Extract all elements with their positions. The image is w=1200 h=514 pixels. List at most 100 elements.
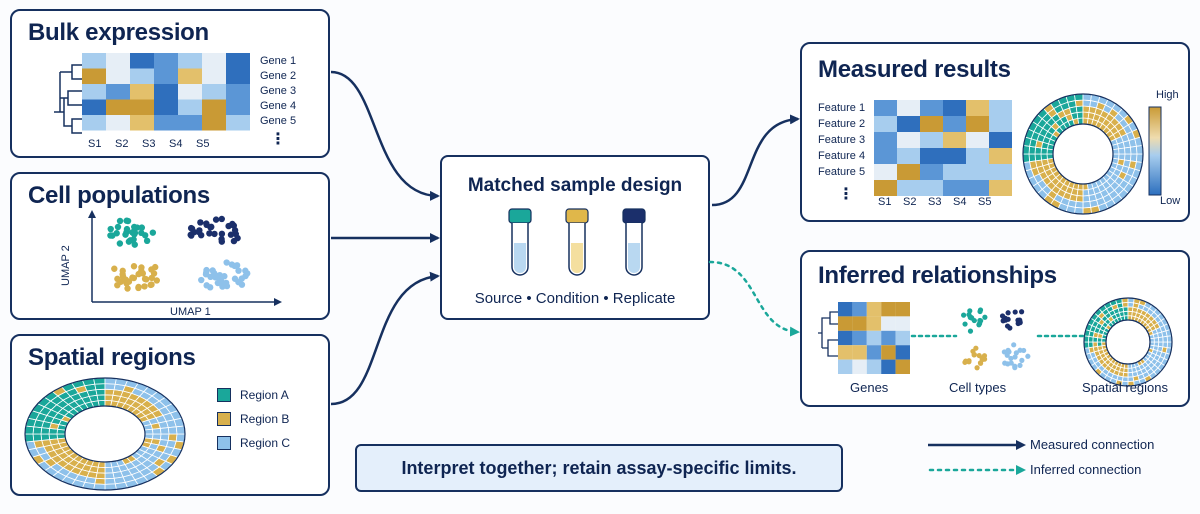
cluster-dot-lightblue <box>1011 342 1017 348</box>
tube-icon-source <box>508 208 532 276</box>
legend-swatch <box>217 436 231 450</box>
scale-low-label: Low <box>1160 195 1181 207</box>
cluster-dot-teal <box>114 223 122 231</box>
inferred-heatmap-cell <box>852 345 867 360</box>
sample-tubes <box>508 208 646 276</box>
bulk-expression-title: Bulk expression <box>28 19 209 46</box>
umap-x-label: UMAP 1 <box>170 306 211 318</box>
cluster-dot-gold <box>971 351 977 358</box>
inferred-heatmap-cell <box>895 359 910 374</box>
bulk-heatmap-cell <box>154 53 178 69</box>
measured-heatmap-cell <box>966 116 989 132</box>
cluster-dot-teal <box>967 328 974 334</box>
measured-heatmap-cell <box>989 180 1012 196</box>
bulk-heatmap-cell <box>178 68 202 84</box>
cluster-dot-lightblue <box>1017 347 1023 353</box>
measured-heatmap-cell <box>989 116 1012 132</box>
legend-swatch <box>217 388 231 402</box>
cluster-dot-navy <box>999 313 1006 319</box>
measured-sample-label: S2 <box>903 196 917 208</box>
cluster-dot-lightblue <box>198 276 205 284</box>
measured-heatmap-cell <box>943 148 966 164</box>
inferred-relationships-panel: Inferred relationships Genes Cell types … <box>800 250 1190 407</box>
inferred-heatmap-cell <box>852 359 867 374</box>
measured-heatmap-cell <box>943 116 966 132</box>
cluster-dot-navy <box>208 223 215 231</box>
measured-feature-label: Feature 3 <box>818 134 866 146</box>
legend-swatch <box>217 412 231 426</box>
measured-heatmap-cell <box>920 180 943 196</box>
inferred-dendrogram <box>818 311 838 357</box>
measured-heatmap-cell <box>989 132 1012 148</box>
inferred-label-spatial-regions: Spatial regions <box>1082 380 1168 395</box>
cluster-dot-teal <box>109 232 116 239</box>
inferred-heatmap-cell <box>852 330 867 346</box>
bulk-heatmap-cell <box>154 115 178 131</box>
measured-heatmap-cell <box>920 148 943 164</box>
inferred-heatmap-cell <box>895 330 910 346</box>
bulk-gene-label: Gene 2 <box>260 70 297 82</box>
measured-heatmap-cell <box>874 100 897 116</box>
cluster-dot-navy <box>187 224 195 232</box>
measured-sample-label: S1 <box>878 196 892 208</box>
inferred-heatmap-cell <box>881 316 896 331</box>
cluster-dot-navy <box>230 237 238 245</box>
matched-sample-design-panel: Matched sample design Source • Condition… <box>440 155 710 320</box>
cluster-dot-lightblue <box>1013 350 1019 356</box>
cluster-dot-navy <box>227 231 235 238</box>
measured-heatmap-cell <box>966 148 989 164</box>
cluster-dot-lightblue <box>223 282 231 290</box>
cluster-dot-navy <box>1017 320 1023 326</box>
cluster-dot-navy <box>206 230 213 237</box>
cluster-dot-lightblue <box>1012 354 1018 360</box>
bulk-heatmap-cell <box>178 99 202 115</box>
legend-label: Region C <box>240 436 291 450</box>
cluster-dot-teal <box>982 314 988 320</box>
cluster-dot-teal <box>976 322 982 328</box>
measured-heatmap-cell <box>874 164 897 180</box>
cluster-dot-gold <box>135 283 142 291</box>
cluster-dot-teal <box>122 231 129 238</box>
bulk-gene-label: Gene 4 <box>260 100 297 112</box>
measured-heatmap-cell <box>920 132 943 148</box>
cluster-dot-navy <box>212 216 220 223</box>
cluster-dot-lightblue <box>1005 361 1011 367</box>
arrow-spatial-to-center <box>330 271 440 406</box>
bulk-gene-label: Gene 3 <box>260 85 297 97</box>
inferred-heatmap <box>838 302 910 374</box>
bulk-heatmap-cell <box>154 99 178 115</box>
measured-ring <box>1022 93 1144 215</box>
measured-heatmap-cell <box>897 100 920 116</box>
cluster-dot-gold <box>125 278 133 285</box>
inferred-heatmap-cell <box>866 359 882 374</box>
cluster-dot-teal <box>131 223 138 231</box>
bulk-heatmap-cell <box>106 53 130 69</box>
inferred-heatmap-cell <box>838 330 853 346</box>
cluster-dot-teal <box>129 229 136 236</box>
bulk-heatmap-cell <box>106 84 130 100</box>
cluster-dot-navy <box>229 220 236 228</box>
bulk-sample-label: S5 <box>196 138 210 150</box>
cluster-dot-lightblue <box>231 262 238 270</box>
cluster-dot-teal <box>127 237 134 244</box>
tube-icon-replicate <box>622 208 646 276</box>
cluster-dot-navy <box>1019 309 1025 315</box>
inferred-heatmap-cell <box>866 345 882 360</box>
bulk-heatmap-cell <box>82 68 106 84</box>
bulk-heatmap-cell <box>178 115 202 131</box>
bulk-heatmap-cell <box>178 53 202 69</box>
cluster-dot-teal <box>967 308 973 314</box>
scale-high-label: High <box>1156 89 1179 101</box>
bulk-sample-label: S4 <box>169 138 183 150</box>
cluster-dot-lightblue <box>231 275 239 282</box>
arrow-center-to-inferred <box>708 260 800 337</box>
bulk-heatmap-cell <box>130 99 154 115</box>
cluster-dot-teal <box>116 217 124 225</box>
measured-feature-label: Feature 5 <box>818 166 866 178</box>
inferred-heatmap-cell <box>895 345 910 360</box>
cluster-dot-gold <box>119 271 126 278</box>
